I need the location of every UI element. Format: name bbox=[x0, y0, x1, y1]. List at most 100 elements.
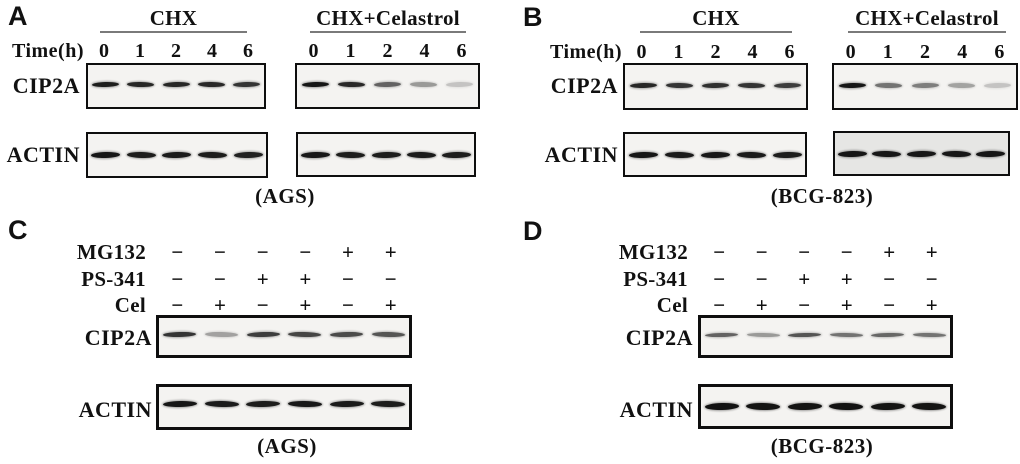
protein-band bbox=[126, 151, 156, 159]
panel-c-mg132-label: MG132 bbox=[76, 240, 146, 264]
panel-a-letter: A bbox=[8, 1, 28, 31]
blot-lane bbox=[159, 318, 201, 355]
blot-lane bbox=[909, 318, 951, 355]
blot-lane bbox=[367, 318, 409, 355]
blot-lane bbox=[159, 134, 195, 176]
blot-lane bbox=[404, 134, 439, 175]
blot-lane bbox=[333, 65, 369, 107]
time-point: 2 bbox=[382, 40, 393, 62]
protein-band bbox=[371, 400, 406, 408]
protein-band bbox=[329, 400, 364, 408]
protein-band bbox=[162, 400, 197, 408]
protein-band bbox=[246, 331, 280, 338]
time-point: 2 bbox=[920, 41, 930, 63]
panel-b-actin-blot-chx-celastrol bbox=[833, 131, 1010, 176]
panel-d-actin-blot bbox=[698, 384, 953, 429]
protein-band bbox=[829, 402, 864, 411]
blot-lane bbox=[870, 65, 906, 108]
protein-band bbox=[701, 82, 730, 89]
protein-band bbox=[665, 82, 693, 89]
panel-c-cip2a-label: CIP2A bbox=[84, 325, 152, 350]
blot-lane bbox=[769, 134, 805, 175]
blot-lane bbox=[625, 134, 661, 175]
blot-lane bbox=[907, 65, 943, 108]
blot-lane bbox=[230, 134, 266, 176]
treatment-sign: − bbox=[256, 293, 269, 317]
panel-a-chx-celastrol-header: CHX+Celastrol bbox=[310, 7, 466, 33]
blot-lane bbox=[743, 387, 785, 426]
treatment-sign: + bbox=[384, 293, 397, 317]
blot-lane bbox=[904, 133, 939, 174]
panel-c-cel-signs: −+−+−+ bbox=[156, 292, 412, 318]
protein-band bbox=[911, 82, 939, 89]
protein-band bbox=[91, 151, 121, 159]
panel-c-actin-label: ACTIN bbox=[78, 397, 152, 422]
protein-band bbox=[976, 150, 1006, 157]
protein-band bbox=[700, 151, 730, 158]
blot-lane bbox=[88, 65, 123, 107]
blot-lane bbox=[406, 65, 442, 107]
protein-band bbox=[772, 151, 802, 158]
treatment-sign: + bbox=[299, 267, 312, 291]
treatment-sign: + bbox=[384, 240, 397, 264]
time-point: 1 bbox=[673, 41, 684, 63]
protein-band bbox=[774, 82, 802, 89]
blot-lane bbox=[701, 318, 743, 355]
protein-band bbox=[197, 81, 225, 87]
protein-band bbox=[664, 151, 694, 158]
treatment-sign: + bbox=[840, 293, 853, 317]
blot-lane bbox=[939, 133, 974, 174]
panel-b-cip2a-label: CIP2A bbox=[550, 73, 618, 98]
treatment-sign: − bbox=[256, 240, 269, 264]
blot-lane bbox=[201, 387, 243, 427]
panel-d-cell-line-label: (BCG-823) bbox=[770, 434, 874, 458]
panel-c-actin-blot bbox=[156, 384, 412, 430]
blot-lane bbox=[835, 133, 870, 174]
protein-band bbox=[746, 402, 781, 411]
panel-b-actin-label: ACTIN bbox=[544, 142, 618, 167]
blot-lane bbox=[124, 134, 160, 176]
blot-lane bbox=[201, 318, 243, 355]
blot-lane bbox=[242, 318, 284, 355]
treatment-sign: − bbox=[883, 267, 896, 291]
blot-lane bbox=[297, 65, 333, 107]
protein-band bbox=[371, 151, 401, 158]
protein-band bbox=[204, 331, 239, 338]
treatment-sign: − bbox=[840, 240, 853, 264]
protein-band bbox=[837, 150, 867, 157]
treatment-sign: + bbox=[925, 240, 938, 264]
blot-lane bbox=[368, 134, 403, 175]
protein-band bbox=[829, 332, 863, 337]
treatment-sign: − bbox=[755, 267, 768, 291]
protein-band bbox=[198, 151, 228, 159]
panel-a-actin-label: ACTIN bbox=[6, 142, 80, 167]
protein-band bbox=[875, 82, 903, 89]
treatment-sign: + bbox=[883, 240, 896, 264]
panel-c-letter: C bbox=[8, 215, 28, 245]
panel-b-chx-header: CHX bbox=[640, 7, 792, 33]
treatment-sign: − bbox=[171, 267, 184, 291]
protein-band bbox=[870, 402, 905, 411]
protein-band bbox=[288, 331, 322, 338]
time-point: 2 bbox=[710, 41, 721, 63]
treatment-sign: − bbox=[171, 293, 184, 317]
treatment-sign: − bbox=[713, 240, 726, 264]
blot-lane bbox=[867, 318, 909, 355]
time-point: 1 bbox=[135, 40, 145, 62]
treatment-sign: − bbox=[798, 293, 811, 317]
time-point: 0 bbox=[636, 41, 647, 63]
treatment-sign: + bbox=[840, 267, 853, 291]
panel-b-time-label: Time(h) bbox=[549, 41, 622, 63]
protein-band bbox=[629, 82, 657, 89]
protein-band bbox=[337, 81, 365, 87]
panel-d-letter: D bbox=[523, 216, 543, 246]
time-point: 4 bbox=[957, 41, 968, 63]
protein-band bbox=[947, 82, 975, 89]
blot-lane bbox=[326, 387, 368, 427]
panel-b-cip2a-blot-chx bbox=[623, 63, 808, 110]
treatment-sign: − bbox=[214, 267, 226, 291]
panel-b-cip2a-blot-chx-celastrol bbox=[832, 63, 1018, 110]
